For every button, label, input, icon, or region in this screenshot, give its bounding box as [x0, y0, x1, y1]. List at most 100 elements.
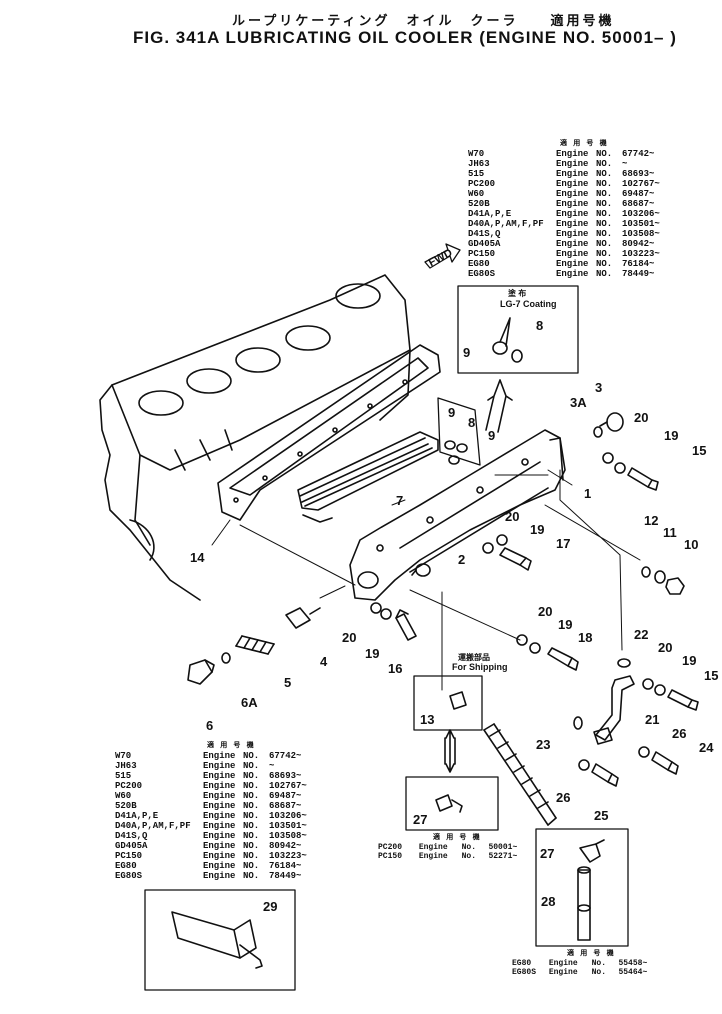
model-cell: 515: [468, 169, 485, 179]
callout-19-mid: 19: [530, 522, 545, 537]
no-cell: NO.: [243, 871, 260, 881]
callout-13: 13: [420, 712, 435, 727]
callout-9-right: 9: [488, 428, 496, 443]
model-cell: D41S,Q: [468, 229, 501, 239]
serial-cell: 103501~: [622, 219, 660, 229]
serial-cell: 103223~: [269, 851, 307, 861]
engine-cell: Engine: [556, 149, 589, 159]
title-japanese: ループリケーティング オイル クーラ 適用号機: [232, 14, 615, 29]
model-cell: D40A,P,AM,F,PF: [115, 821, 191, 831]
washer-20-right: [516, 634, 528, 646]
serial-cell: 67742~: [269, 751, 302, 761]
plug-6: [187, 659, 215, 685]
box28-table: 適 用 号 機 EG80 Engine No. 55458~ EG80S Eng…: [512, 950, 647, 977]
box27-table-header: 適 用 号 機: [433, 834, 481, 842]
no-cell: NO.: [596, 249, 613, 259]
no-cell: NO.: [243, 861, 260, 871]
callout-9-box: 9: [463, 345, 471, 360]
callout-29: 29: [263, 899, 278, 914]
serial-cell: 103501~: [269, 821, 307, 831]
bolt-18: [547, 647, 579, 671]
serial-cell: 69487~: [269, 791, 302, 801]
callout-5: 5: [284, 675, 292, 690]
callout-17: 17: [556, 536, 571, 551]
cooler-element-7: [297, 431, 439, 523]
callout-20-pipe: 20: [658, 640, 673, 655]
part-29-tool: [171, 911, 263, 969]
oring-22: [617, 658, 631, 668]
callout-20-right: 20: [538, 604, 553, 619]
callout-27-box28: 27: [540, 846, 555, 861]
no-cell: NO.: [243, 761, 260, 771]
callout-10: 10: [684, 537, 699, 552]
callout-8-top: 8: [536, 318, 544, 333]
box-28: [535, 828, 629, 947]
model-cell: 515: [115, 771, 132, 781]
engine-cell: Engine: [556, 269, 589, 279]
engine-cell: Engine: [556, 189, 589, 199]
serial-cell: 102767~: [269, 781, 307, 791]
fwd-arrow-icon: [424, 243, 461, 269]
model-cell: PC150: [378, 852, 403, 861]
part-28-tube: [577, 866, 591, 941]
page-title: FIG. 341A LUBRICATING OIL COOLER (ENGINE…: [133, 28, 677, 47]
serial-cell: 103223~: [622, 249, 660, 259]
washer-20-mid: [496, 534, 508, 546]
callout-21: 21: [645, 712, 660, 727]
callout-26-pipe: 26: [672, 726, 687, 741]
no-cell: NO.: [596, 189, 613, 199]
oring-3a: [593, 426, 603, 438]
washer-26-pipe: [638, 746, 650, 758]
no-cell: NO.: [596, 239, 613, 249]
no-cell: No.: [591, 959, 607, 968]
callout-28: 28: [541, 894, 556, 909]
serial-cell: ~: [269, 761, 275, 771]
no-cell: NO.: [596, 209, 613, 219]
engine-cell: Engine: [556, 229, 589, 239]
washer-20-top: [602, 452, 614, 464]
serial-cell: 50001~: [488, 843, 518, 852]
washer-11: [654, 570, 666, 584]
serial-cell: 76184~: [622, 259, 655, 269]
part-27-elbow: [579, 839, 605, 863]
no-cell: NO.: [596, 149, 613, 159]
box-29: [144, 889, 296, 991]
no-cell: NO.: [596, 229, 613, 239]
engine-cell: Engine: [203, 851, 236, 861]
model-cell: EG80: [115, 861, 137, 871]
no-cell: NO.: [243, 811, 260, 821]
applicability-header: 適 用 号 機: [207, 742, 255, 750]
callout-20-mid: 20: [505, 509, 520, 524]
engine-cell: Engine: [203, 821, 236, 831]
gasket-14: [217, 344, 441, 521]
no-cell: NO.: [596, 159, 613, 169]
no-cell: NO.: [596, 219, 613, 229]
engine-cell: Engine: [556, 179, 589, 189]
model-cell: PC150: [468, 249, 496, 259]
table-row: EG80S Engine No. 55464~: [512, 968, 647, 977]
washer-20-low: [370, 602, 382, 614]
no-cell: NO.: [243, 801, 260, 811]
model-cell: EG80: [512, 959, 532, 968]
engine-cell: Engine: [203, 801, 236, 811]
model-cell: D41S,Q: [115, 831, 148, 841]
callout-6a: 6A: [241, 695, 258, 710]
engine-cell: Engine: [203, 831, 236, 841]
serial-cell: ~: [622, 159, 628, 169]
washer-19-right: [529, 642, 541, 654]
cooler-cover-1: [349, 429, 566, 601]
model-cell: W70: [468, 149, 485, 159]
engine-cell: Engine: [548, 959, 578, 968]
